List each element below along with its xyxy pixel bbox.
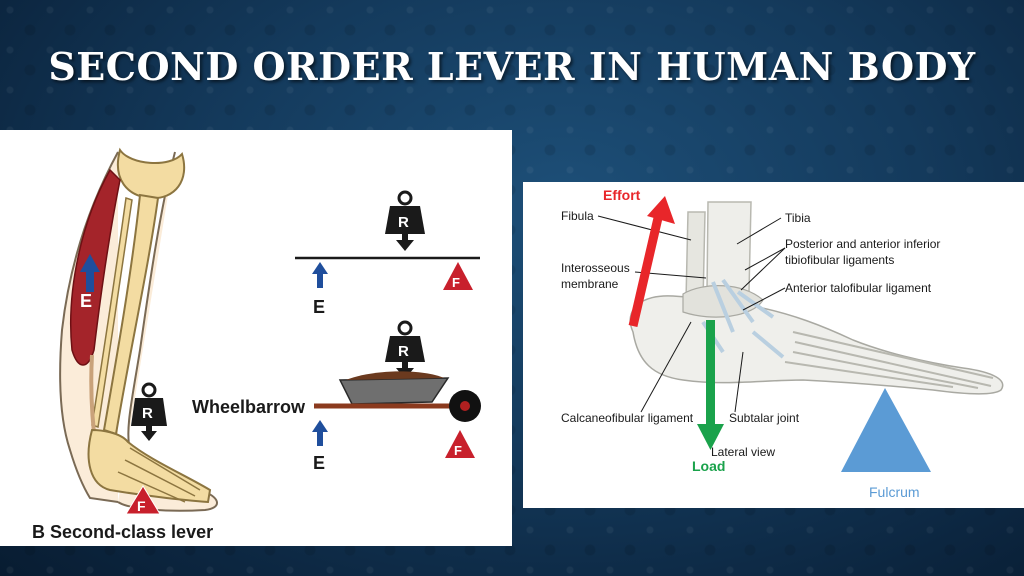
fulcrum-label: Fulcrum	[869, 484, 920, 500]
second-class-lever-figure: E R F B Second-class lever R E	[0, 130, 512, 546]
effort-arrow: Effort	[603, 187, 675, 328]
foot-fulcrum-letter: F	[137, 498, 146, 514]
foot-skeleton-illustration	[629, 201, 1004, 395]
load-label: Load	[692, 458, 725, 474]
tibiofibular-label-line2: tibiofibular ligaments	[785, 253, 894, 267]
lever-resistance-letter: R	[398, 214, 409, 231]
foot-resistance-letter: R	[142, 405, 153, 422]
wheelbarrow-label: Wheelbarrow	[192, 397, 306, 417]
effort-label: Effort	[603, 187, 641, 203]
calcaneofibular-label: Calcaneofibular ligament	[561, 411, 694, 425]
foot-fulcrum: F	[125, 485, 161, 515]
tibia-label: Tibia	[785, 211, 811, 225]
wheelbarrow-effort-letter: E	[313, 453, 325, 473]
fibula-label: Fibula	[561, 209, 594, 223]
figure-caption: B Second-class lever	[32, 522, 213, 542]
lever-diagram: R E F	[295, 190, 480, 317]
fulcrum-triangle: Fulcrum	[841, 388, 931, 500]
wheelbarrow-fulcrum-letter: F	[454, 443, 462, 458]
lateral-view-label: Lateral view	[711, 445, 775, 459]
page-title: Second order lever in human body	[48, 44, 976, 89]
lever-effort-letter: E	[313, 297, 325, 317]
leg-illustration	[59, 147, 218, 512]
interosseous-label-line1: Interosseous	[561, 261, 630, 275]
lever-fulcrum-letter: F	[452, 275, 460, 290]
calf-effort-letter: E	[80, 291, 92, 311]
load-arrow: Load	[692, 320, 725, 474]
talofibular-label: Anterior talofibular ligament	[785, 281, 932, 295]
ankle-lateral-view-figure: Effort Load Fulcrum Fibula Interosseous …	[523, 182, 1024, 508]
tibiofibular-label-line1: Posterior and anterior inferior	[785, 237, 940, 251]
foot-resistance-weight: R	[131, 382, 167, 441]
subtalar-label: Subtalar joint	[729, 411, 800, 425]
calf-effort-arrow: E	[80, 254, 100, 311]
wheelbarrow-resistance-letter: R	[398, 343, 409, 360]
wheelbarrow-diagram: R Wheelbarrow E F	[192, 320, 481, 473]
interosseous-label-line2: membrane	[561, 277, 619, 291]
